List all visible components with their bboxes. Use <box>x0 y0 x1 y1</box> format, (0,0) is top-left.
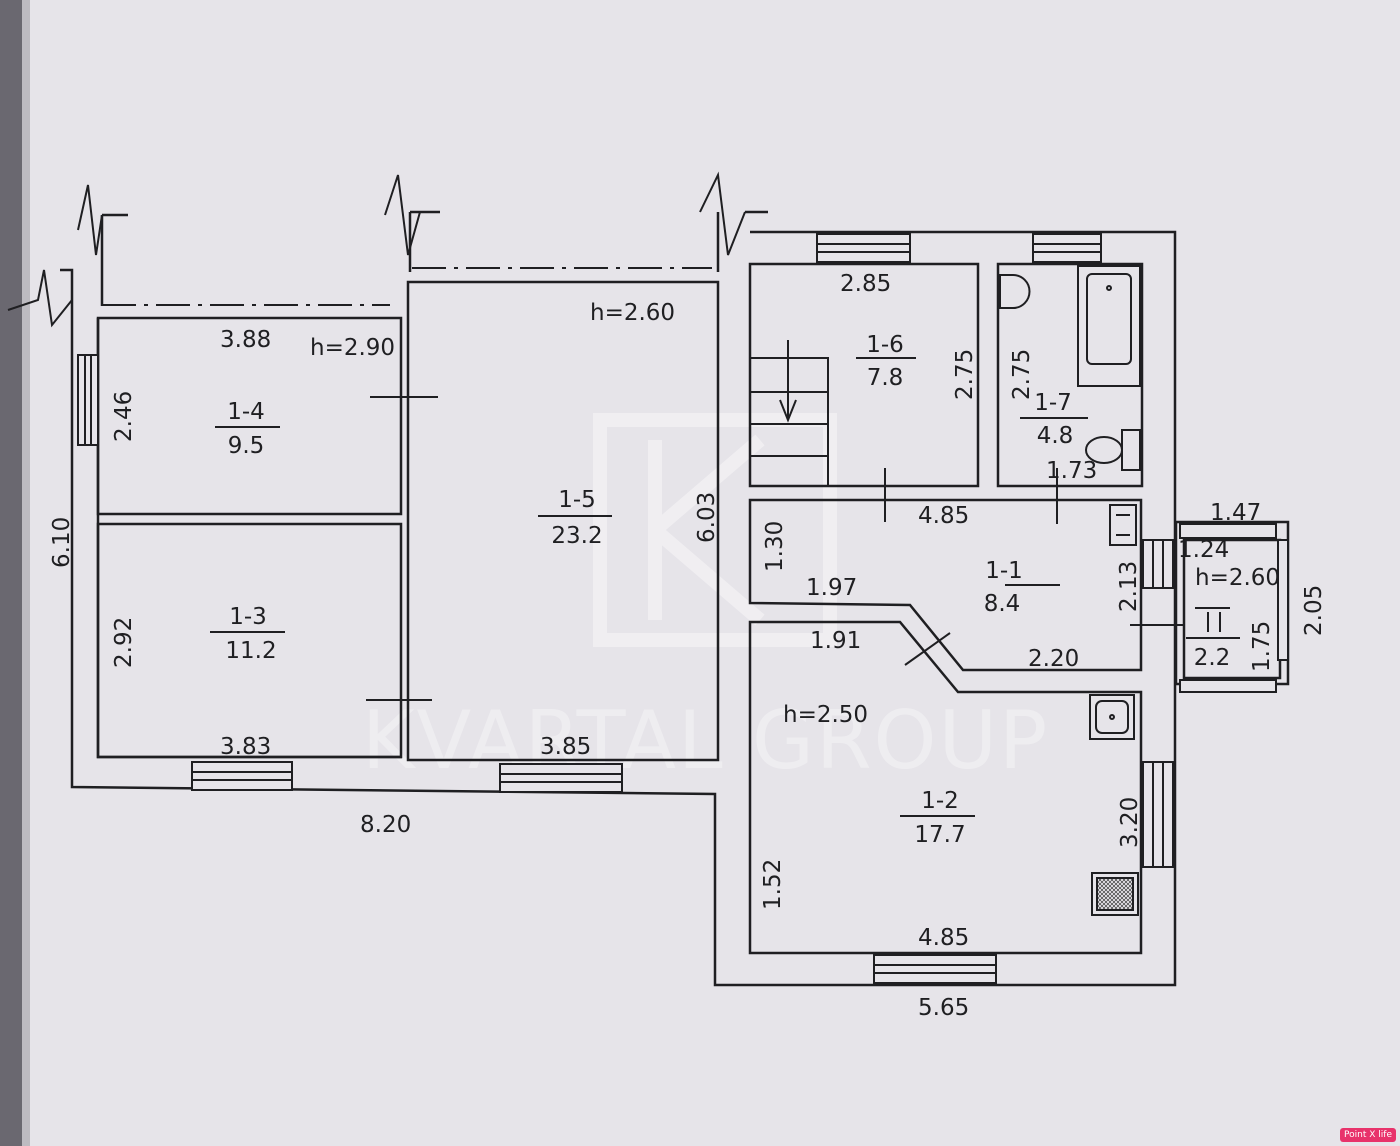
room-1-4: 1-4 9.5 <box>227 399 265 459</box>
room-area: 2.2 <box>1194 645 1231 671</box>
height-label: h=2.60 <box>1195 565 1280 591</box>
room-1-1: 1-1 8.4 <box>984 558 1023 617</box>
brand-badge: Point X life <box>1340 1128 1396 1142</box>
dimension-label: 2.75 <box>952 349 978 400</box>
dimension-label: 2.05 <box>1301 585 1327 636</box>
dimension-label: 2.20 <box>1028 646 1079 672</box>
room-1-6: 1-6 7.8 <box>866 332 904 391</box>
stairs <box>750 340 829 486</box>
dimension-label: 4.85 <box>918 925 969 951</box>
room-1-7: 1-7 4.8 <box>1034 390 1073 449</box>
dimension-label: 1.47 <box>1210 500 1261 526</box>
dimension-label: 1.97 <box>806 575 857 601</box>
room-id: 1-4 <box>227 399 265 425</box>
dimension-label: 5.65 <box>918 995 969 1021</box>
kitchen-sink-icon <box>1089 694 1135 740</box>
height-label: h=2.60 <box>590 300 675 326</box>
dimension-label: 1.91 <box>810 628 861 654</box>
dimension-label: 2.13 <box>1116 561 1142 612</box>
windows <box>77 233 1289 984</box>
room-id: 1-1 <box>985 558 1023 584</box>
dimension-label: 3.83 <box>220 734 271 760</box>
room-area: 17.7 <box>914 822 965 848</box>
dimension-label: 2.46 <box>111 391 137 442</box>
sheet-edge <box>0 0 22 1146</box>
dimensions: 3.88 2.46 6.10 2.92 3.83 3.85 8.20 6.03 … <box>49 271 1327 1021</box>
toilet-icon <box>1085 429 1141 471</box>
watermark-logo <box>593 413 837 647</box>
dimension-label: 1.75 <box>1249 621 1275 672</box>
room-1-3: 1-3 11.2 <box>225 604 276 664</box>
dimension-label: 1.24 <box>1178 537 1229 563</box>
room-1-2: 1-2 17.7 <box>914 788 965 848</box>
break-symbols <box>7 171 746 328</box>
watermark-text: KVARTAL GROUP <box>362 694 1049 787</box>
dimension-label: 4.85 <box>918 503 969 529</box>
dimension-label: 1.30 <box>762 521 788 572</box>
room-id: 1-7 <box>1034 390 1072 416</box>
dimension-label: 2.75 <box>1009 349 1035 400</box>
room-1-5: 1-5 23.2 <box>551 487 602 549</box>
dimension-label: 3.20 <box>1117 797 1143 848</box>
break-lines <box>102 267 712 306</box>
room-area: 7.8 <box>867 365 904 391</box>
room-labels <box>210 357 1240 817</box>
height-label: h=2.90 <box>310 335 395 361</box>
porch-steps <box>1195 607 1230 632</box>
dimension-label: 1.73 <box>1046 458 1097 484</box>
stove-icon <box>1091 872 1139 916</box>
door-marks <box>366 396 1185 701</box>
sink-icon <box>999 274 1031 309</box>
room-id: 1-2 <box>921 788 959 814</box>
room-area: 11.2 <box>225 638 276 664</box>
walls <box>60 210 1290 987</box>
ceiling-heights: h=2.90 h=2.60 h=2.50 h=2.60 <box>310 300 1280 728</box>
room-vestibule: 2.2 <box>1194 645 1231 671</box>
dimension-label: 2.85 <box>840 271 891 297</box>
room-area: 9.5 <box>228 433 265 459</box>
dimension-label: 8.20 <box>360 812 411 838</box>
room-id: 1-5 <box>558 487 596 513</box>
boiler-icon <box>1109 504 1137 546</box>
dimension-label: 3.88 <box>220 327 271 353</box>
room-id: 1-6 <box>866 332 904 358</box>
sheet-edge-shade <box>22 0 30 1146</box>
height-label: h=2.50 <box>783 702 868 728</box>
room-area: 8.4 <box>984 591 1021 617</box>
dimension-label: 2.92 <box>111 617 137 668</box>
bathtub-icon <box>1077 265 1141 387</box>
dimension-label: 3.85 <box>540 734 591 760</box>
room-area: 23.2 <box>551 523 602 549</box>
dimension-label: 6.10 <box>49 517 75 568</box>
room-id: 1-3 <box>229 604 267 630</box>
dimension-label: 6.03 <box>694 492 720 543</box>
room-area: 4.8 <box>1037 423 1074 449</box>
dimension-label: 1.52 <box>760 859 786 910</box>
